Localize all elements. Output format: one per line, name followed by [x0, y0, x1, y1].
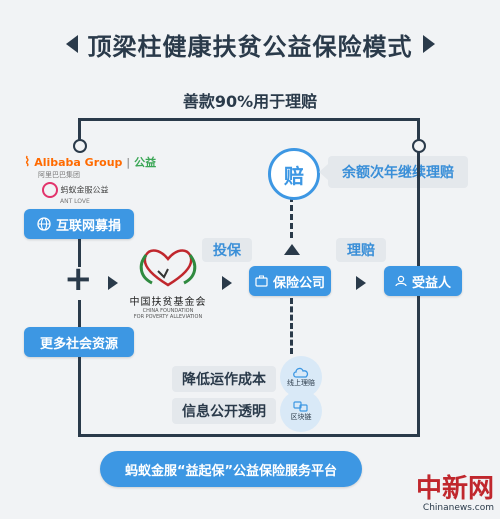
- top-note: 善款90%用于理赔: [182, 92, 318, 111]
- cloud-icon: [293, 367, 309, 378]
- claim-label: 理赔: [347, 243, 375, 259]
- online-claim-label: 线上理赔: [287, 379, 315, 387]
- page-title: 顶梁柱健康扶贫公益保险模式: [87, 32, 413, 61]
- pei-label: 赔: [284, 163, 304, 188]
- transparent-tag: 信息公开透明: [172, 398, 276, 424]
- triangle-left-icon: [65, 35, 78, 53]
- internet-fundraising-box: 互联网募捐: [24, 209, 134, 239]
- arrow-left-icon: [319, 164, 328, 180]
- foundation-name-en2: FOR POVERTY ALLEVIATION: [133, 314, 203, 320]
- center-dashed-line: [290, 298, 293, 354]
- alibaba-sub: 阿里巴巴集团: [38, 171, 80, 179]
- arrow-to-insurer-icon: [222, 276, 232, 290]
- title-bar: 顶梁柱健康扶贫公益保险模式: [0, 26, 500, 62]
- bottom-connector: [78, 434, 420, 437]
- foundation-heart-icon: [139, 249, 197, 287]
- foundation-name-en1: CHINA FOUNDATION: [142, 308, 194, 314]
- cost-tag: 降低运作成本: [172, 366, 276, 392]
- transparent-label: 信息公开透明: [182, 404, 266, 420]
- beneficiary-box: 受益人: [384, 266, 462, 296]
- right-vertical-line: [417, 152, 420, 266]
- platform-label: 蚂蚁金服“益起保”公益保险服务平台: [124, 463, 338, 479]
- foundation-logo: 中国扶贫基金会 CHINA FOUNDATION FOR POVERTY ALL…: [128, 245, 208, 320]
- claim-tag: 理赔: [336, 238, 386, 262]
- blockchain-icon: 区块链: [280, 390, 322, 432]
- insure-label: 投保: [213, 243, 241, 259]
- cost-label: 降低运作成本: [182, 372, 266, 388]
- alibaba-mark-icon: ⌇: [24, 155, 31, 170]
- left-drop-line: [78, 118, 81, 142]
- left-vertical-lower: [78, 300, 81, 328]
- ant-mark-icon: [42, 182, 58, 198]
- arrow-to-beneficiary-icon: [356, 276, 366, 290]
- more-resources-box: 更多社会资源: [24, 327, 134, 357]
- right-drop-line: [417, 118, 420, 142]
- watermark: 中新网 Chinanews.com: [416, 475, 494, 513]
- pei-recycle-icon: 赔: [268, 148, 320, 200]
- globe-icon: [37, 217, 51, 231]
- left-vertical-upper: [78, 239, 81, 267]
- internet-fundraising-label: 互联网募捐: [55, 218, 121, 234]
- more-resources-label: 更多社会资源: [39, 336, 118, 352]
- insurer-label: 保险公司: [272, 275, 325, 291]
- triangle-right-icon: [422, 35, 435, 53]
- alibaba-name: Alibaba Group: [34, 156, 123, 169]
- gongyi-label: 公益: [134, 156, 157, 169]
- plus-icon: +: [64, 259, 93, 299]
- watermark-en: Chinanews.com: [422, 503, 494, 513]
- left-dot: [73, 139, 87, 153]
- ant-logo: 蚂蚁金服公益 ANT LOVE: [42, 182, 109, 205]
- bottom-right-line: [417, 296, 420, 437]
- insure-tag: 投保: [202, 238, 252, 262]
- alibaba-logo: ⌇ Alibaba Group | 公益 阿里巴巴集团: [24, 155, 157, 179]
- blockchain-label: 区块链: [290, 413, 312, 421]
- right-dot: [412, 139, 426, 153]
- beneficiary-label: 受益人: [411, 275, 451, 291]
- foundation-name-cn: 中国扶贫基金会: [129, 297, 207, 308]
- arrow-to-foundation-icon: [108, 276, 118, 290]
- platform-box: 蚂蚁金服“益起保”公益保险服务平台: [100, 451, 362, 487]
- insurer-box: 保险公司: [249, 266, 331, 296]
- chain-icon: [293, 401, 308, 412]
- bottom-left-line: [78, 357, 81, 437]
- dashed-vertical-line: [290, 196, 293, 238]
- balance-label: 余额次年继续理赔: [342, 165, 454, 181]
- user-icon: [395, 275, 407, 287]
- briefcase-icon: [255, 275, 268, 287]
- balance-tag: 余额次年继续理赔: [328, 156, 468, 188]
- arrow-up-icon: [284, 244, 300, 255]
- ant-sub: ANT LOVE: [60, 198, 90, 205]
- ant-name: 蚂蚁金服公益: [60, 185, 109, 195]
- top-connector: [78, 118, 420, 121]
- watermark-cn: 中新网: [415, 474, 494, 504]
